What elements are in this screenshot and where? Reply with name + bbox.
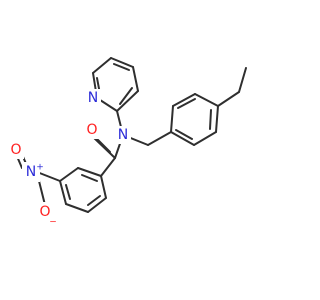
bond-ring-b-inner-3 <box>175 129 193 140</box>
bond-ring-a-inner-1 <box>81 174 98 182</box>
bond-pyridine-5 <box>132 66 139 92</box>
bond-ring-b-3 <box>194 93 219 107</box>
carbonyl-oxygen-backer <box>84 121 100 139</box>
carbonyl-oxygen-label: O <box>86 122 97 138</box>
bond-ring-a-1 <box>59 167 79 182</box>
nitro-negative-charge: − <box>49 218 57 228</box>
nitro-positive-charge: + <box>36 163 44 173</box>
nitro-lower-oxygen-label: O <box>39 204 50 220</box>
bond-ring-a-2 <box>77 167 102 177</box>
nitro-nitrogen-label: N <box>26 164 36 180</box>
bond-pyridine-3 <box>92 57 112 74</box>
bond-ring-b-inner-1 <box>177 98 196 109</box>
bond-ring-b-inner-2 <box>209 109 212 130</box>
molecule-structure: N N O N + O O − <box>8 57 247 228</box>
amide-nitrogen-label: N <box>118 127 128 143</box>
bond-pyridine-6 <box>116 90 139 112</box>
pyridine-nitrogen-backer <box>85 89 101 107</box>
bond-ring-a-inner-2 <box>87 195 101 206</box>
bond-ring-a-inner-3 <box>65 184 71 200</box>
bond-ring-a-4 <box>87 197 107 213</box>
pyridine-nitrogen-label: N <box>88 90 98 106</box>
bond-ethyl-1 <box>217 91 240 107</box>
bond-nitro-o-lower <box>38 180 46 206</box>
bond-pyridine-inner-3 <box>119 87 133 105</box>
bond-carbonyl-single <box>91 135 116 159</box>
bond-aryl-carbonyl <box>100 157 116 177</box>
bond-ring-a-5 <box>65 203 89 213</box>
nitro-lower-oxygen-backer <box>37 202 53 222</box>
bond-nitro-ring <box>36 171 61 182</box>
bond-ring-b-2 <box>172 93 196 107</box>
bond-benzyl-ring <box>147 131 172 146</box>
bond-ring-b-4 <box>215 105 219 133</box>
bond-ring-a-6 <box>59 180 67 205</box>
bond-ring-b-6 <box>170 131 195 146</box>
nitro-upper-oxygen-backer <box>8 141 24 159</box>
amide-nitrogen-backer <box>115 126 131 144</box>
bond-ethyl-2 <box>238 67 247 93</box>
bond-pyridine-inner-2 <box>113 63 130 71</box>
bond-ring-a-3 <box>100 175 107 199</box>
nitro-upper-oxygen-label: O <box>10 142 21 158</box>
bond-pyridine-4 <box>110 57 134 68</box>
bond-ring-b-5 <box>193 131 217 146</box>
molecule-canvas: N N O N + O O − <box>8 57 247 228</box>
nitro-nitrogen-backer <box>22 162 40 182</box>
bond-ring-b-1 <box>170 105 174 133</box>
atom-labels: N N O N + O O − <box>8 89 131 228</box>
